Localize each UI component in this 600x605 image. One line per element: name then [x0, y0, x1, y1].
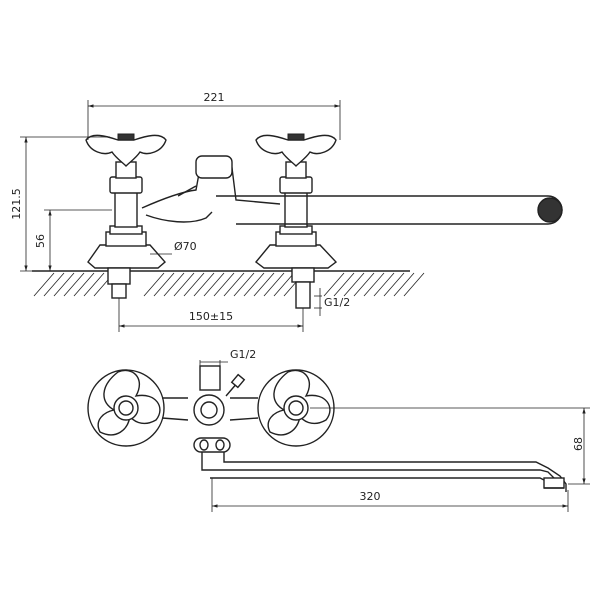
spout-plan [201, 452, 567, 492]
diverter-plan [161, 365, 259, 453]
hatch-line [143, 272, 165, 297]
wall-hatch [32, 270, 425, 297]
hatch-line [253, 272, 275, 297]
hatch-line [243, 272, 265, 297]
dim-total-height: 121.5 [10, 136, 110, 272]
hatch-line [323, 272, 345, 297]
hatch-line [153, 272, 175, 297]
label-56: 56 [34, 234, 47, 248]
hatch-line [373, 272, 395, 297]
dim-base-diameter: Ø70 [150, 240, 197, 255]
dim-spout-offset: 68 [310, 407, 590, 485]
hatch-line [353, 272, 375, 297]
label-121-5: 121.5 [10, 188, 23, 220]
label-o70: Ø70 [174, 240, 197, 253]
dim-thread-top: G1/2 [314, 288, 350, 316]
hatch-line [163, 272, 185, 297]
hatch-line [73, 272, 95, 297]
hatch-line [213, 272, 235, 297]
dim-center-distance: 150±15 [118, 298, 304, 332]
hatch-line [263, 272, 285, 297]
front-view: 221 121.5 56 Ø70 150±15 [10, 91, 563, 332]
hatch-line [43, 272, 65, 297]
dim-top-width: 221 [87, 91, 341, 140]
hatch-line [183, 272, 205, 297]
diverter-body [141, 155, 281, 223]
label-150-15: 150±15 [189, 310, 233, 323]
left-handle-plan [87, 369, 165, 447]
label-221: 221 [204, 91, 225, 104]
plan-view: G1/2 68 320 [87, 348, 590, 512]
hatch-line [203, 272, 225, 297]
hatch-line [33, 272, 55, 297]
dim-base-height: 56 [34, 209, 112, 271]
spout [216, 195, 563, 225]
hatch-line [233, 272, 255, 297]
hatch-line [273, 272, 295, 297]
hatch-line [393, 272, 415, 297]
hatch-line [63, 272, 85, 297]
dim-thread-plan: G1/2 [199, 348, 256, 366]
label-320: 320 [360, 490, 381, 503]
right-handle-plan [257, 369, 335, 447]
label-g12-top: G1/2 [324, 296, 350, 309]
hatch-line [383, 272, 405, 297]
right-valve [254, 133, 338, 309]
hatch-line [193, 272, 215, 297]
hatch-line [83, 272, 105, 297]
hatch-line [403, 272, 425, 297]
label-68: 68 [572, 437, 585, 451]
hatch-line [343, 272, 365, 297]
hatch-line [53, 272, 75, 297]
hatch-line [173, 272, 195, 297]
hatch-line [223, 272, 245, 297]
left-valve [85, 133, 167, 299]
dim-spout-reach: 320 [211, 478, 569, 512]
hatch-line [333, 272, 355, 297]
hatch-line [363, 272, 385, 297]
label-g12-plan: G1/2 [230, 348, 256, 361]
